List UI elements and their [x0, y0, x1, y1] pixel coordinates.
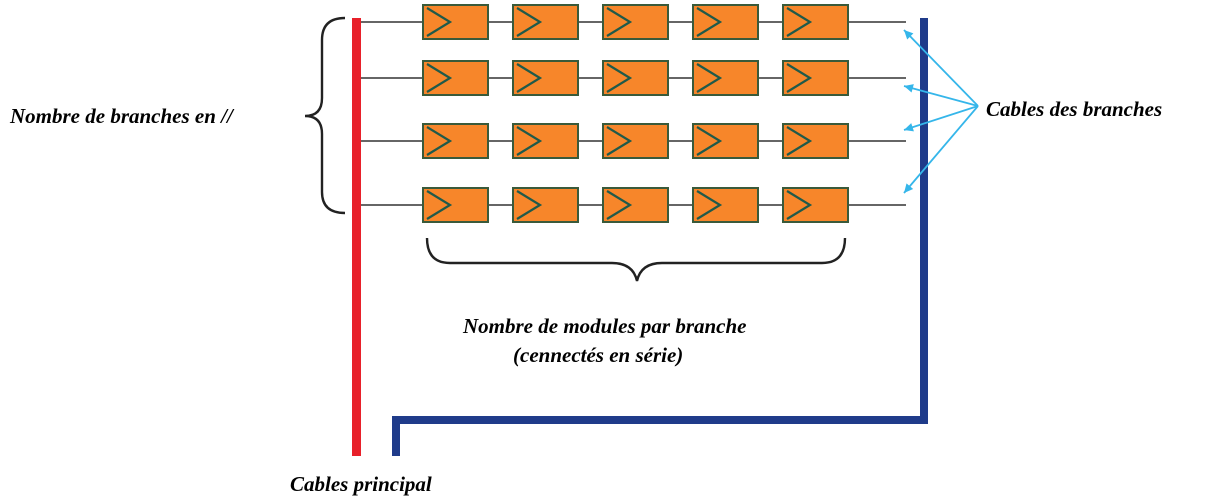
pv-module	[692, 60, 759, 96]
module-symbol-icon	[696, 126, 723, 156]
module-symbol-icon	[426, 63, 453, 93]
module-symbol-icon	[426, 7, 453, 37]
module-symbol-icon	[606, 63, 633, 93]
module-symbol-icon	[606, 7, 633, 37]
pv-module	[422, 60, 489, 96]
branch-cables-label: Cables des branches	[986, 97, 1163, 121]
pv-module	[782, 60, 849, 96]
module-symbol-icon	[516, 126, 543, 156]
pv-module	[602, 60, 669, 96]
pv-module	[512, 4, 579, 40]
module-symbol-icon	[696, 190, 723, 220]
pv-module	[692, 123, 759, 159]
pv-module	[602, 4, 669, 40]
pv-module	[602, 123, 669, 159]
pointer-arrow	[903, 84, 979, 107]
module-symbol-icon	[606, 126, 633, 156]
main-cable-label: Cables principal	[290, 472, 432, 496]
pv-module	[782, 123, 849, 159]
pv-module	[692, 4, 759, 40]
module-symbol-icon	[786, 126, 813, 156]
pv-module	[512, 187, 579, 223]
module-symbol-icon	[516, 7, 543, 37]
branches-parallel-label: Nombre de branches en //	[10, 104, 233, 128]
module-grid	[422, 4, 849, 223]
branch-cable-pointers	[903, 29, 979, 194]
modules-per-branch-label: Nombre de modules par branche	[463, 314, 747, 338]
module-symbol-icon	[516, 63, 543, 93]
pv-module	[782, 187, 849, 223]
pv-module	[422, 4, 489, 40]
module-symbol-icon	[696, 63, 723, 93]
module-symbol-icon	[696, 7, 723, 37]
pointer-arrow	[903, 105, 979, 132]
pv-module	[782, 4, 849, 40]
pv-module	[692, 187, 759, 223]
pv-module	[512, 123, 579, 159]
pointer-arrow	[903, 29, 979, 107]
branch-wires	[357, 21, 906, 206]
main-cable-negative	[392, 18, 928, 456]
module-symbol-icon	[426, 190, 453, 220]
module-symbol-icon	[786, 190, 813, 220]
pv-module	[602, 187, 669, 223]
module-symbol-icon	[786, 63, 813, 93]
pv-module	[422, 123, 489, 159]
branches-brace	[304, 16, 346, 215]
pointer-arrow	[903, 105, 979, 194]
module-symbol-icon	[516, 190, 543, 220]
modules-series-label: (cennectés en série)	[513, 343, 684, 367]
modules-brace	[425, 237, 847, 282]
pv-module	[512, 60, 579, 96]
module-symbol-icon	[426, 126, 453, 156]
module-symbol-icon	[786, 7, 813, 37]
pv-module	[422, 187, 489, 223]
module-symbol-icon	[606, 190, 633, 220]
main-cable-positive	[352, 18, 361, 456]
